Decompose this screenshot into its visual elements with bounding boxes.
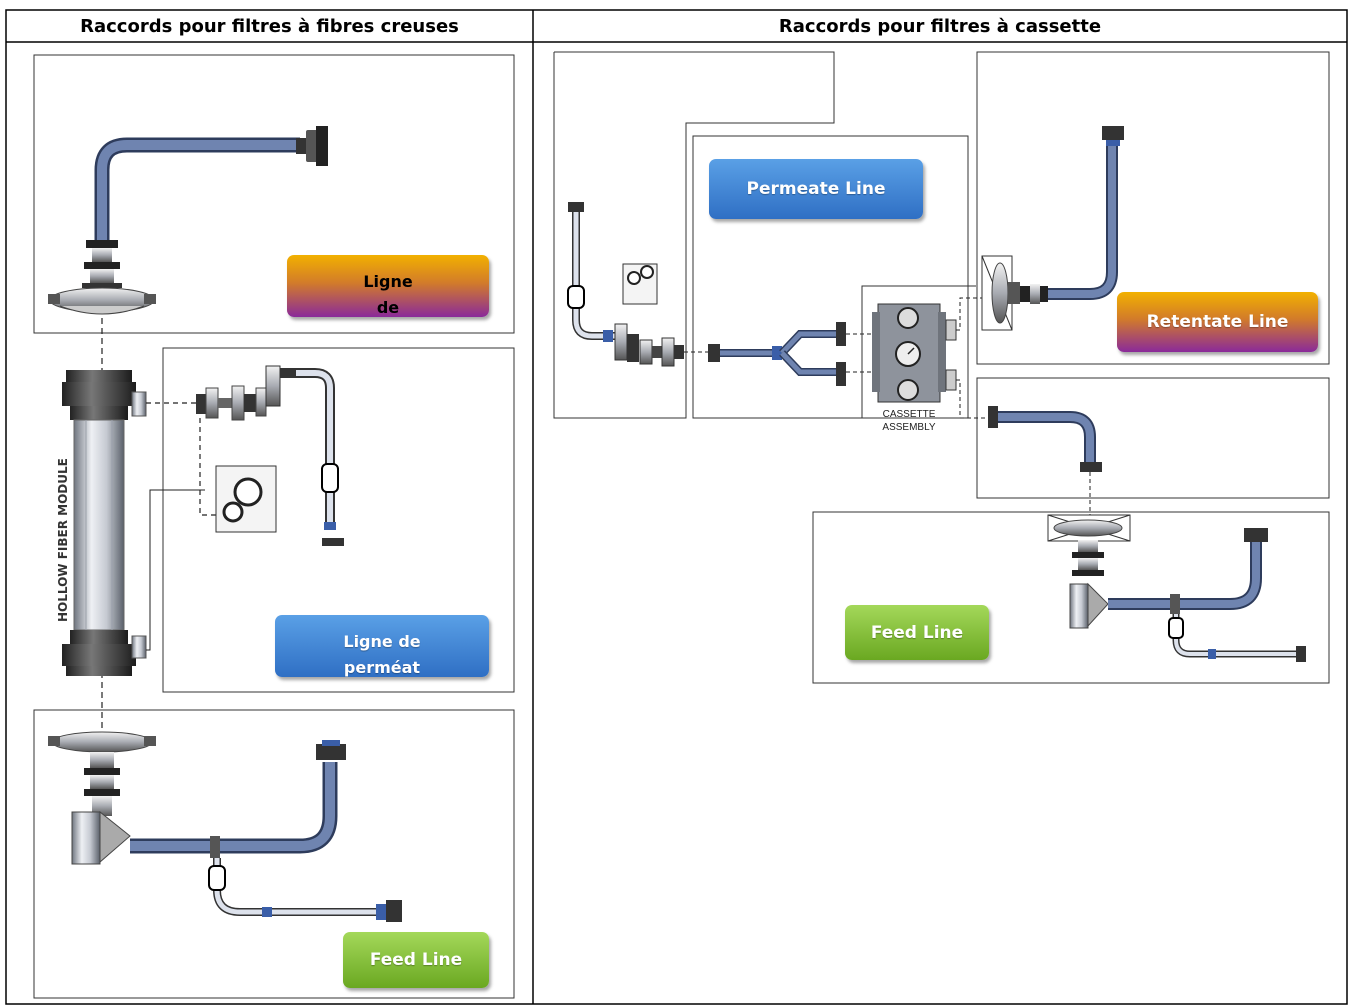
hollow-fiber-diagram [48, 126, 402, 922]
left-feed-line-tag: Feed Line [343, 932, 489, 988]
retentate-line-tag-text: Ligne de rétentat [363, 272, 413, 317]
cassette-feed-line-tag: Feed Line [845, 605, 989, 660]
permeate-line-tag-text: Ligne de perméat [343, 632, 421, 677]
left-column-header: Raccords pour filtres à fibres creuses [80, 16, 459, 37]
right-column-header: Raccords pour filtres à cassette [778, 16, 1102, 37]
cassette-assembly-label: CASSETTE ASSEMBLY [866, 408, 952, 434]
hollow-fiber-module-label: HOLLOW FIBER MODULE [56, 458, 70, 622]
cassette-diagram [567, 126, 1306, 662]
cassette-permeate-line-tag: Permeate Line [709, 159, 923, 219]
cassette-retentate-line-tag: Retentate Line [1117, 292, 1318, 352]
permeate-line-tag: Ligne de perméat [275, 615, 489, 677]
cassette-label-line1: CASSETTE [882, 409, 936, 420]
cassette-label-line2: ASSEMBLY [882, 422, 936, 433]
retentate-line-tag: Ligne de rétentat [287, 255, 489, 317]
